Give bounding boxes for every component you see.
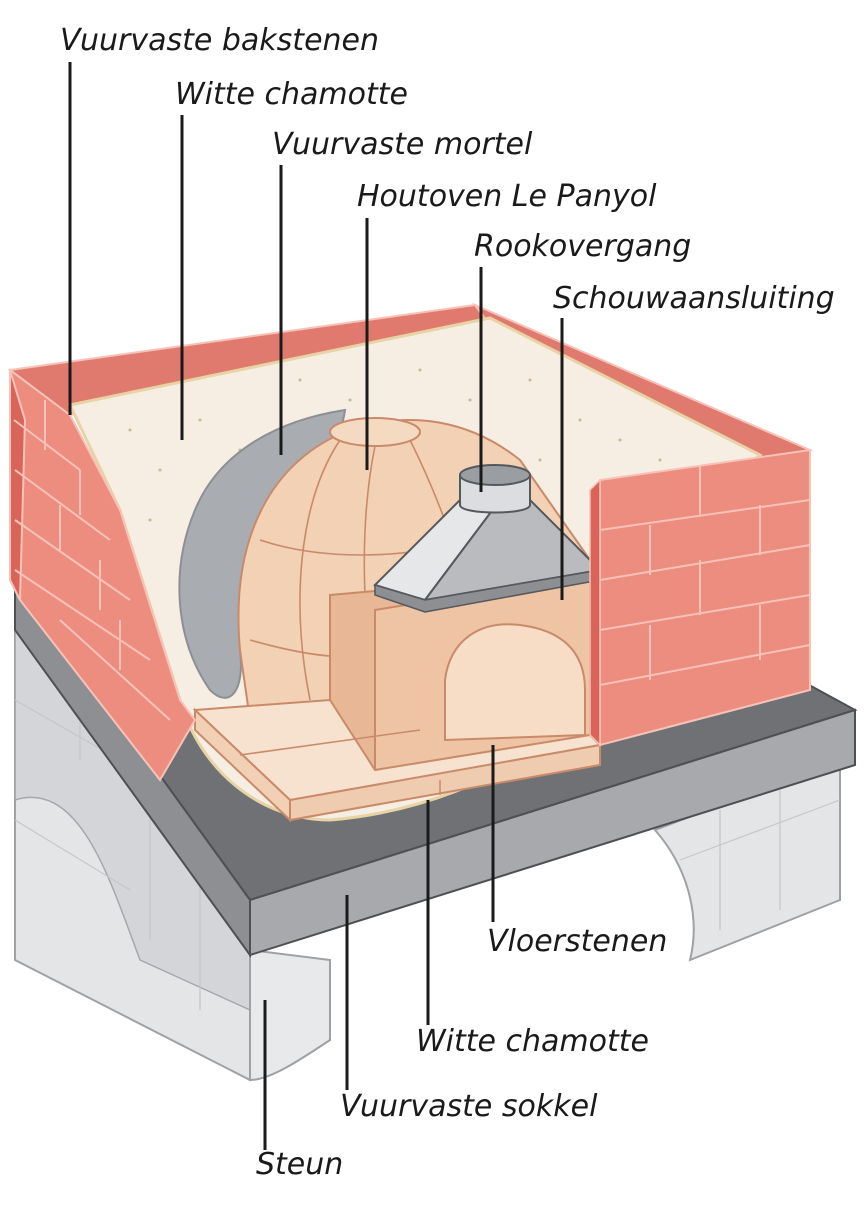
leader-lines: [68, 62, 564, 1150]
right-brick-wall: [589, 448, 811, 747]
label-floor-stones: Vloerstenen: [487, 924, 668, 959]
smoke-pipe-top: [459, 464, 531, 486]
support-right-block: [653, 758, 841, 962]
floor-side: [289, 743, 601, 822]
smoke-transition: [373, 464, 603, 613]
label-oven: Houtoven Le Panyol: [357, 179, 657, 214]
label-white-chamotte-top: Witte chamotte: [175, 77, 408, 112]
dome-cap: [329, 417, 421, 447]
label-smoke-transition: Rookovergang: [474, 229, 692, 264]
support-front-block: [249, 948, 331, 1082]
label-fire-bricks: Vuurvaste bakstenen: [60, 23, 380, 58]
left-wall-side: [9, 369, 27, 601]
label-white-chamotte-bottom: Witte chamotte: [416, 1024, 649, 1059]
label-fire-mortar: Vuurvaste mortel: [272, 127, 533, 162]
label-chimney-connection: Schouwaansluiting: [553, 281, 835, 316]
left-brick-wall: [9, 368, 197, 782]
right-wall-edge: [589, 478, 601, 747]
slab-side: [249, 708, 856, 957]
label-support: Steun: [256, 1147, 344, 1182]
label-fire-base: Vuurvaste sokkel: [340, 1089, 598, 1124]
oven-mouth-arch: [444, 623, 586, 742]
